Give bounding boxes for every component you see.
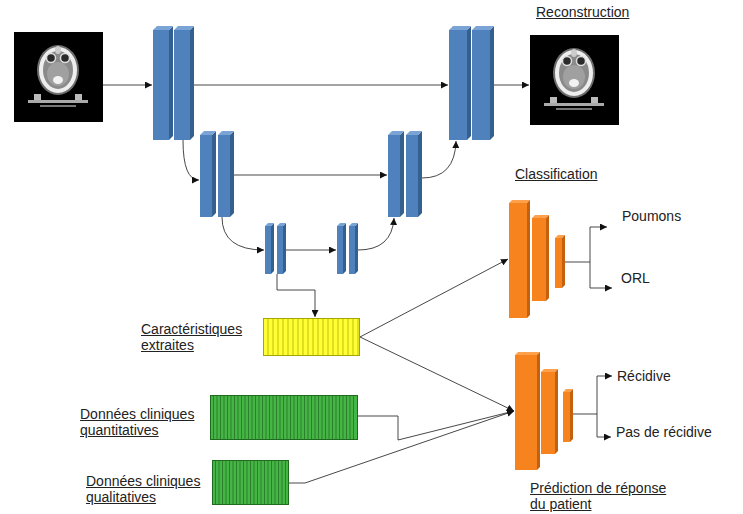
striped-vector bbox=[210, 395, 358, 440]
unet-blocks bbox=[153, 26, 494, 274]
output-label: Pas de récidive bbox=[616, 424, 712, 440]
output-label: Récidive bbox=[617, 368, 671, 384]
ct-input-image bbox=[14, 32, 103, 122]
feature-vector: Données cliniques qualitatives bbox=[212, 460, 289, 505]
layer-bars bbox=[515, 352, 575, 470]
output-label: ORL bbox=[621, 270, 650, 286]
data-flow-arrow bbox=[360, 259, 508, 337]
data-flow-arrow bbox=[360, 337, 514, 411]
layer-bars bbox=[509, 200, 567, 318]
data-flow-arrow bbox=[358, 411, 514, 440]
node-heading: Caractéristiques extraites bbox=[141, 321, 259, 353]
ct-output-image bbox=[530, 35, 619, 125]
output-title: Reconstruction bbox=[536, 4, 629, 20]
output-label: Poumons bbox=[622, 208, 681, 224]
feature-vector: Caractéristiques extraites bbox=[263, 318, 360, 356]
node-heading: Prédiction de réponse du patient bbox=[530, 480, 675, 512]
striped-vector bbox=[212, 460, 289, 505]
network-block: Classification bbox=[509, 200, 567, 318]
striped-vector bbox=[263, 318, 360, 356]
network-block: Prédiction de réponse du patient bbox=[515, 352, 575, 470]
node-heading: Données cliniques quantitatives bbox=[80, 406, 200, 438]
feature-vector: Données cliniques quantitatives bbox=[210, 395, 358, 440]
node-heading: Classification bbox=[515, 166, 635, 182]
node-heading: Données cliniques qualitatives bbox=[86, 473, 206, 505]
unet-arrows bbox=[103, 85, 529, 317]
